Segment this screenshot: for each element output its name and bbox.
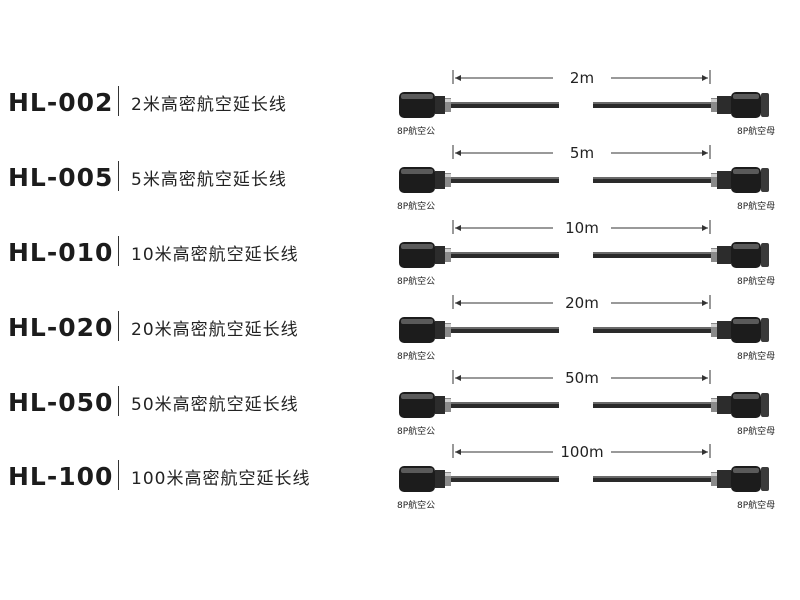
length-label: 50m: [565, 370, 599, 387]
product-row: HL-002 2米高密航空延长线 2m 8P航空公 8P航空母: [0, 70, 800, 138]
divider: [118, 460, 119, 490]
cable-diagram: 100m 8P航空公 8P航空母: [397, 444, 775, 511]
length-label: 20m: [565, 295, 599, 312]
cable-diagram: 20m 8P航空公 8P航空母: [397, 295, 775, 362]
right-connector-label: 8P航空母: [737, 200, 775, 212]
female-connector: [711, 392, 769, 418]
left-connector-label: 8P航空公: [397, 275, 435, 287]
male-connector: [399, 242, 451, 268]
product-description: 10米高密航空延长线: [131, 245, 299, 265]
product-code: HL-005: [8, 163, 114, 192]
divider: [118, 311, 119, 341]
right-connector-label: 8P航空母: [737, 275, 775, 287]
left-connector-label: 8P航空公: [397, 350, 435, 362]
product-code: HL-050: [8, 388, 114, 417]
product-description: 5米高密航空延长线: [131, 170, 287, 190]
cable: [449, 102, 713, 108]
cable-diagram: 10m 8P航空公 8P航空母: [397, 220, 775, 287]
length-label: 2m: [570, 70, 594, 87]
length-dimension: 5m: [452, 145, 711, 162]
product-description: 20米高密航空延长线: [131, 320, 299, 340]
product-description: 100米高密航空延长线: [131, 469, 311, 489]
male-connector: [399, 392, 451, 418]
cable-diagram: 2m 8P航空公 8P航空母: [397, 70, 775, 137]
left-connector-label: 8P航空公: [397, 425, 435, 437]
cable: [449, 177, 713, 183]
male-connector: [399, 92, 451, 118]
cable-diagram: 50m 8P航空公 8P航空母: [397, 370, 775, 437]
product-row: HL-100 100米高密航空延长线 100m 8P航空公 8P航空母: [0, 444, 800, 512]
divider: [118, 386, 119, 416]
right-connector-label: 8P航空母: [737, 425, 775, 437]
product-code: HL-100: [8, 462, 114, 491]
left-connector-label: 8P航空公: [397, 200, 435, 212]
right-connector-label: 8P航空母: [737, 125, 775, 137]
female-connector: [711, 92, 769, 118]
divider: [118, 86, 119, 116]
length-dimension: 50m: [452, 370, 711, 387]
female-connector: [711, 317, 769, 343]
cable: [449, 252, 713, 258]
female-connector: [711, 167, 769, 193]
length-dimension: 20m: [452, 295, 711, 312]
cable: [449, 402, 713, 408]
divider: [118, 161, 119, 191]
length-label: 5m: [570, 145, 594, 162]
length-dimension: 10m: [452, 220, 711, 237]
length-dimension: 100m: [452, 444, 711, 461]
left-connector-label: 8P航空公: [397, 125, 435, 137]
divider: [118, 236, 119, 266]
cable: [449, 327, 713, 333]
male-connector: [399, 466, 451, 492]
right-connector-label: 8P航空母: [737, 350, 775, 362]
male-connector: [399, 317, 451, 343]
cable: [449, 476, 713, 482]
length-label: 100m: [560, 444, 603, 461]
cable-diagram: 5m 8P航空公 8P航空母: [397, 145, 775, 212]
product-description: 50米高密航空延长线: [131, 395, 299, 415]
product-row: HL-020 20米高密航空延长线 20m 8P航空公 8P航空母: [0, 295, 800, 363]
product-row: HL-050 50米高密航空延长线 50m 8P航空公 8P航空母: [0, 370, 800, 438]
length-dimension: 2m: [452, 70, 711, 87]
product-code: HL-020: [8, 313, 114, 342]
left-connector-label: 8P航空公: [397, 499, 435, 511]
product-row: HL-005 5米高密航空延长线 5m 8P航空公 8P航空母: [0, 145, 800, 213]
length-label: 10m: [565, 220, 599, 237]
female-connector: [711, 242, 769, 268]
product-row: HL-010 10米高密航空延长线 10m 8P航空公 8P航空母: [0, 220, 800, 288]
female-connector: [711, 466, 769, 492]
product-code: HL-010: [8, 238, 114, 267]
product-code: HL-002: [8, 88, 114, 117]
product-description: 2米高密航空延长线: [131, 95, 287, 115]
male-connector: [399, 167, 451, 193]
right-connector-label: 8P航空母: [737, 499, 775, 511]
